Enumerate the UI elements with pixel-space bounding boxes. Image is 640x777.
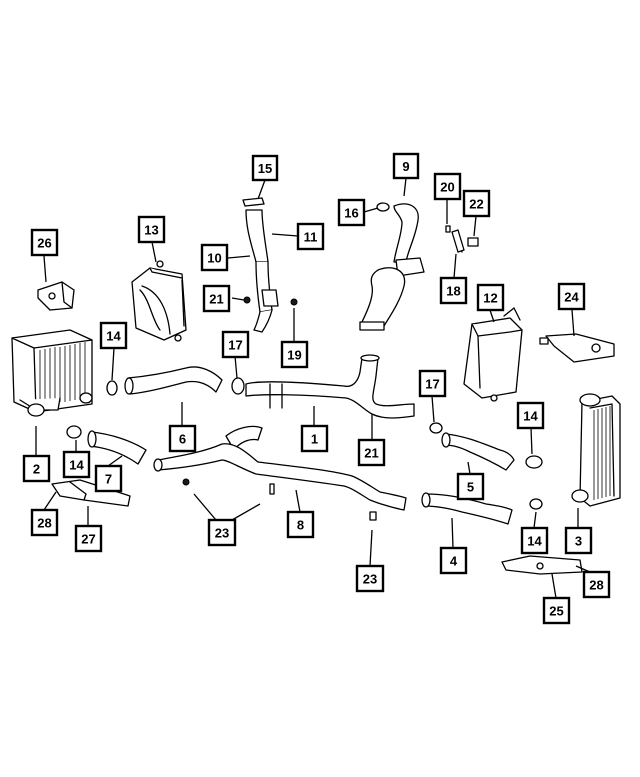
callout-19: 19: [280, 340, 309, 369]
svg-text:10: 10: [207, 251, 221, 266]
svg-text:11: 11: [304, 230, 318, 245]
callout-23-right: 23: [355, 564, 385, 593]
svg-text:9: 9: [402, 159, 409, 174]
callout-5: 5: [456, 472, 485, 501]
svg-text:26: 26: [37, 236, 51, 251]
svg-text:12: 12: [483, 291, 497, 306]
callout-14-right-lower: 14: [520, 526, 549, 555]
svg-text:28: 28: [37, 516, 51, 531]
callout-17-right: 17: [418, 369, 447, 398]
callout-17-left: 17: [221, 330, 250, 359]
svg-text:17: 17: [228, 338, 242, 353]
svg-text:14: 14: [527, 534, 542, 549]
svg-text:20: 20: [440, 180, 454, 195]
svg-text:25: 25: [549, 604, 563, 619]
part-intercooler-left: [11, 329, 93, 417]
svg-text:1: 1: [311, 432, 318, 447]
callout-10: 10: [200, 243, 229, 272]
svg-text:28: 28: [589, 578, 603, 593]
svg-text:17: 17: [425, 377, 439, 392]
part-bolts-20-22-18: [445, 225, 479, 253]
svg-text:8: 8: [297, 518, 304, 533]
callout-20: 20: [433, 172, 462, 201]
svg-text:16: 16: [344, 206, 358, 221]
svg-text:21: 21: [209, 292, 223, 307]
svg-text:23: 23: [215, 526, 229, 541]
part-clamps: [66, 380, 543, 510]
part-turbo-inlet-hose: [359, 202, 425, 331]
part-lower-pipe: [153, 425, 407, 521]
callout-26: 26: [30, 228, 59, 257]
svg-text:27: 27: [81, 532, 95, 547]
callout-23-left: 23: [207, 518, 237, 547]
callout-28-left: 28: [30, 508, 59, 537]
svg-text:14: 14: [69, 458, 84, 473]
part-hose-7: [87, 430, 147, 465]
svg-text:21: 21: [364, 446, 378, 461]
svg-text:2: 2: [33, 462, 40, 477]
svg-text:7: 7: [105, 472, 112, 487]
callout-1: 1: [300, 424, 329, 453]
svg-text:22: 22: [469, 197, 483, 212]
svg-text:18: 18: [446, 284, 460, 299]
callout-24: 24: [557, 282, 586, 311]
svg-text:3: 3: [575, 534, 582, 549]
part-charge-pipe-main: [245, 354, 443, 434]
callout-22: 22: [462, 189, 491, 218]
callout-27: 27: [74, 524, 103, 553]
part-air-duct-housing: [131, 260, 187, 342]
part-bracket-27-28: [51, 479, 131, 507]
callout-9: 9: [392, 152, 420, 180]
callout-14-left: 14: [99, 321, 128, 350]
part-bracket-25-28: [501, 555, 583, 575]
callout-6: 6: [168, 424, 197, 453]
svg-text:24: 24: [564, 290, 579, 305]
callout-21-upper: 21: [202, 284, 231, 313]
callout-14-lower-left: 14: [62, 450, 91, 479]
svg-text:6: 6: [179, 432, 186, 447]
svg-text:4: 4: [450, 554, 458, 569]
callout-7: 7: [94, 464, 123, 493]
svg-text:14: 14: [523, 409, 538, 424]
part-intercooler-right: [571, 393, 621, 507]
leader-lines: [35, 177, 591, 599]
part-heat-shield: [463, 307, 523, 402]
part-hose-6: [124, 366, 245, 395]
svg-text:5: 5: [467, 480, 474, 495]
callout-16: 16: [337, 198, 366, 227]
callout-12: 12: [476, 283, 505, 312]
callout-13: 13: [137, 215, 166, 244]
callout-2: 2: [22, 454, 51, 483]
callout-15: 15: [251, 154, 279, 182]
svg-text:13: 13: [144, 223, 158, 238]
callout-21-lower: 21: [357, 438, 386, 467]
svg-text:15: 15: [258, 161, 272, 176]
callout-14-right-upper: 14: [516, 401, 545, 430]
part-bracket-26: [37, 281, 75, 311]
callout-8: 8: [286, 510, 315, 539]
callout-3: 3: [564, 526, 593, 555]
callout-18: 18: [439, 276, 468, 305]
callout-11: 11: [296, 222, 325, 251]
callout-25: 25: [542, 596, 571, 625]
svg-text:23: 23: [363, 572, 377, 587]
callout-28-right: 28: [582, 570, 611, 599]
part-bracket-24: [539, 333, 615, 363]
svg-text:14: 14: [106, 329, 121, 344]
callout-4: 4: [439, 546, 468, 575]
part-hose-5: [441, 432, 515, 471]
svg-text:19: 19: [287, 348, 301, 363]
part-vertical-hose: [242, 197, 298, 333]
